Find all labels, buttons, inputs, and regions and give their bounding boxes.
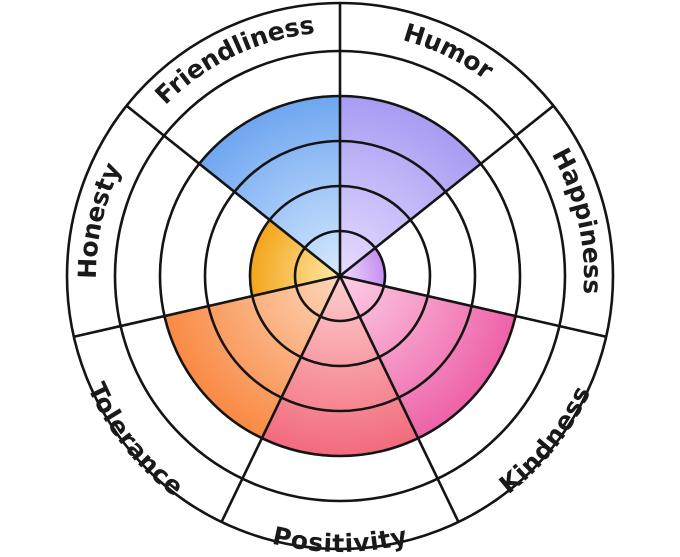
category-label-humor: Humor	[400, 18, 499, 86]
spoke-6	[125, 104, 341, 278]
spoke-4	[220, 275, 342, 523]
grid-layer	[65, 1, 615, 551]
spoke-3	[338, 275, 460, 523]
spoke-5	[73, 274, 341, 339]
category-label-positivity: Positivity	[270, 521, 410, 557]
category-label-tolerance: Tolerance	[82, 378, 189, 502]
wedge-honesty	[250, 219, 340, 297]
wedge-happiness	[340, 247, 385, 287]
wedge-friendliness	[199, 96, 340, 276]
category-label-kindness: Kindness	[494, 381, 597, 499]
spoke-1	[339, 104, 555, 278]
category-label-honesty: Honesty	[73, 158, 127, 279]
spoke-2	[339, 274, 607, 339]
category-label-happiness: Happiness	[546, 143, 607, 295]
wedge-humor	[340, 96, 481, 276]
